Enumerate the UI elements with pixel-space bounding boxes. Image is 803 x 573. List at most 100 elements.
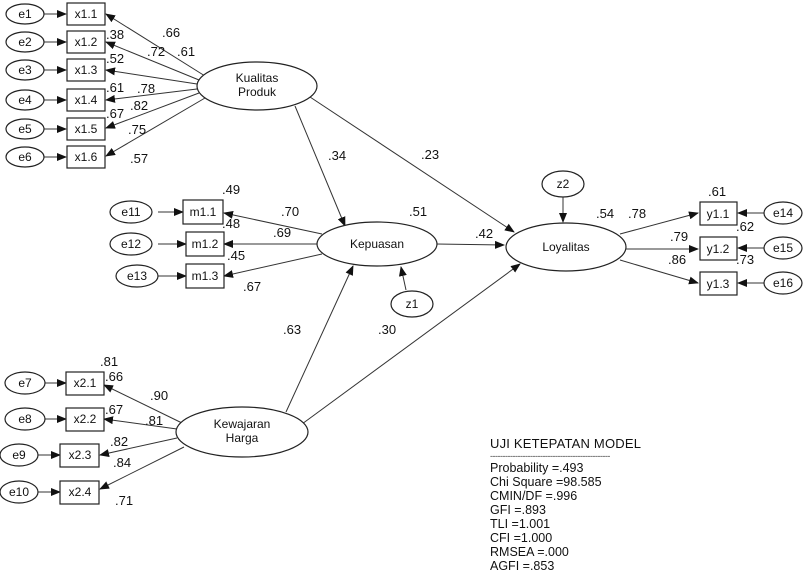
- latent-kualitas-produk: [196, 61, 318, 111]
- path-kh-loyalitas: [301, 263, 521, 425]
- loading-arrow: [105, 97, 206, 157]
- indicator-label: x2.1: [74, 376, 97, 390]
- latent-loyalitas: [505, 222, 627, 272]
- latent-label: Harga: [226, 431, 259, 445]
- loading-arrow: [619, 211, 699, 235]
- indicator-box: [185, 231, 225, 257]
- fit-cfi: CFI =1.000: [490, 531, 553, 545]
- indicator-label: x2.3: [69, 448, 92, 462]
- path-kp-loyalitas: [309, 96, 515, 233]
- error-node: [115, 264, 159, 288]
- r2-label: .57: [130, 151, 148, 166]
- error-node: [4, 371, 46, 395]
- loading-arrow: [103, 384, 183, 424]
- error-node: [4, 407, 46, 431]
- indicator-box: [66, 58, 106, 82]
- loading-label: .82: [110, 434, 128, 449]
- error-label: e2: [18, 35, 32, 49]
- loading-label: .61: [177, 44, 195, 59]
- error-node: [5, 59, 45, 81]
- r2-label: .38: [106, 27, 124, 42]
- indicator-box: [66, 30, 106, 54]
- indicator-label: x1.4: [75, 93, 98, 107]
- r2-kepuasan: .51: [409, 204, 427, 219]
- loading-arrow: [105, 13, 206, 77]
- error-label: e4: [18, 93, 32, 107]
- kepuasan-block: e11 e12 e13 m1.1 m1.2 m1.3 .49 .48 .45 .…: [109, 182, 438, 318]
- indicator-label: x1.1: [75, 7, 98, 21]
- error-label: e14: [773, 206, 793, 220]
- error-node: [763, 201, 803, 225]
- indicator-label: y1.3: [707, 277, 730, 291]
- error-node: [5, 31, 45, 53]
- r2-label: .67: [106, 106, 124, 121]
- error-node: [0, 443, 39, 467]
- r2-label: .61: [106, 80, 124, 95]
- fit-agfi: AGFI =.853: [490, 559, 555, 573]
- indicator-box: [66, 117, 106, 141]
- loading-arrow: [105, 67, 198, 85]
- r2-loyalitas: .54: [596, 206, 614, 221]
- loading-label: .66: [162, 25, 180, 40]
- error-node: [5, 118, 45, 140]
- error-node: [5, 3, 45, 25]
- path-coef-kp-loyalitas: .23: [421, 147, 439, 162]
- indicator-box: [66, 88, 106, 112]
- latent-label: Produk: [238, 85, 277, 99]
- indicator-label: y1.1: [707, 207, 730, 221]
- error-label: e8: [18, 412, 32, 426]
- indicator-label: m1.1: [190, 205, 217, 219]
- indicator-box: [59, 480, 100, 505]
- latent-kepuasan: [316, 221, 438, 267]
- fit-cmin-df: CMIN/DF =.996: [490, 489, 578, 503]
- path-coef-kh-loyalitas: .30: [378, 322, 396, 337]
- latent-label: Loyalitas: [542, 240, 589, 254]
- latent-label: Kewajaran: [214, 417, 271, 431]
- indicator-label: y1.2: [707, 242, 730, 256]
- indicator-box: [65, 371, 105, 396]
- error-label: e1: [18, 7, 32, 21]
- error-label: e9: [12, 448, 26, 462]
- error-label: e10: [9, 485, 29, 499]
- error-node: [5, 89, 45, 111]
- loading-label: .69: [273, 225, 291, 240]
- loading-label: .67: [243, 279, 261, 294]
- error-label: e6: [18, 150, 32, 164]
- model-fit-title: UJI KETEPATAN MODEL: [490, 436, 642, 451]
- path-coef-kepuasan-loyalitas: .42: [475, 226, 493, 241]
- indicator-label: x1.3: [75, 63, 98, 77]
- r2-label: .81: [100, 354, 118, 369]
- fit-gfi: GFI =.893: [490, 503, 546, 517]
- loading-arrow: [99, 446, 185, 490]
- error-label: e3: [18, 63, 32, 77]
- error-node: [0, 480, 39, 504]
- r2-label: .66: [105, 369, 123, 384]
- loading-arrow: [105, 92, 200, 129]
- error-label: e11: [121, 205, 140, 219]
- fit-probability: Probability =.493: [490, 461, 584, 475]
- loading-arrow: [223, 253, 323, 278]
- indicator-box: [66, 145, 106, 169]
- fit-rmsea: RMSEA =.000: [490, 545, 569, 559]
- disturbance-z1: [390, 290, 434, 318]
- r2-label: .73: [736, 252, 754, 267]
- error-node: [763, 271, 803, 295]
- path-kp-kepuasan: [294, 105, 346, 227]
- indicator-label: x1.5: [75, 122, 98, 136]
- loading-label: .78: [137, 81, 155, 96]
- latent-kewajaran-harga: [175, 406, 309, 458]
- loading-arrow: [105, 41, 200, 81]
- path-coef-kh-kepuasan: .63: [283, 322, 301, 337]
- r2-label: .45: [227, 248, 245, 263]
- loading-label: .90: [150, 388, 168, 403]
- indicator-label: m1.2: [192, 237, 219, 251]
- error-node: [763, 236, 803, 260]
- fit-chi-square: Chi Square =98.585: [490, 475, 602, 489]
- indicator-label: x1.6: [75, 150, 98, 164]
- error-label: e15: [773, 241, 793, 255]
- kualitas-produk-block: e1 e2 e3 e4 e5 e6 x1.1 x1.2 x1.3 x1.4 x1…: [5, 2, 318, 169]
- disturbance-label: z1: [406, 297, 419, 311]
- error-label: e7: [18, 376, 32, 390]
- indicator-box: [65, 407, 105, 432]
